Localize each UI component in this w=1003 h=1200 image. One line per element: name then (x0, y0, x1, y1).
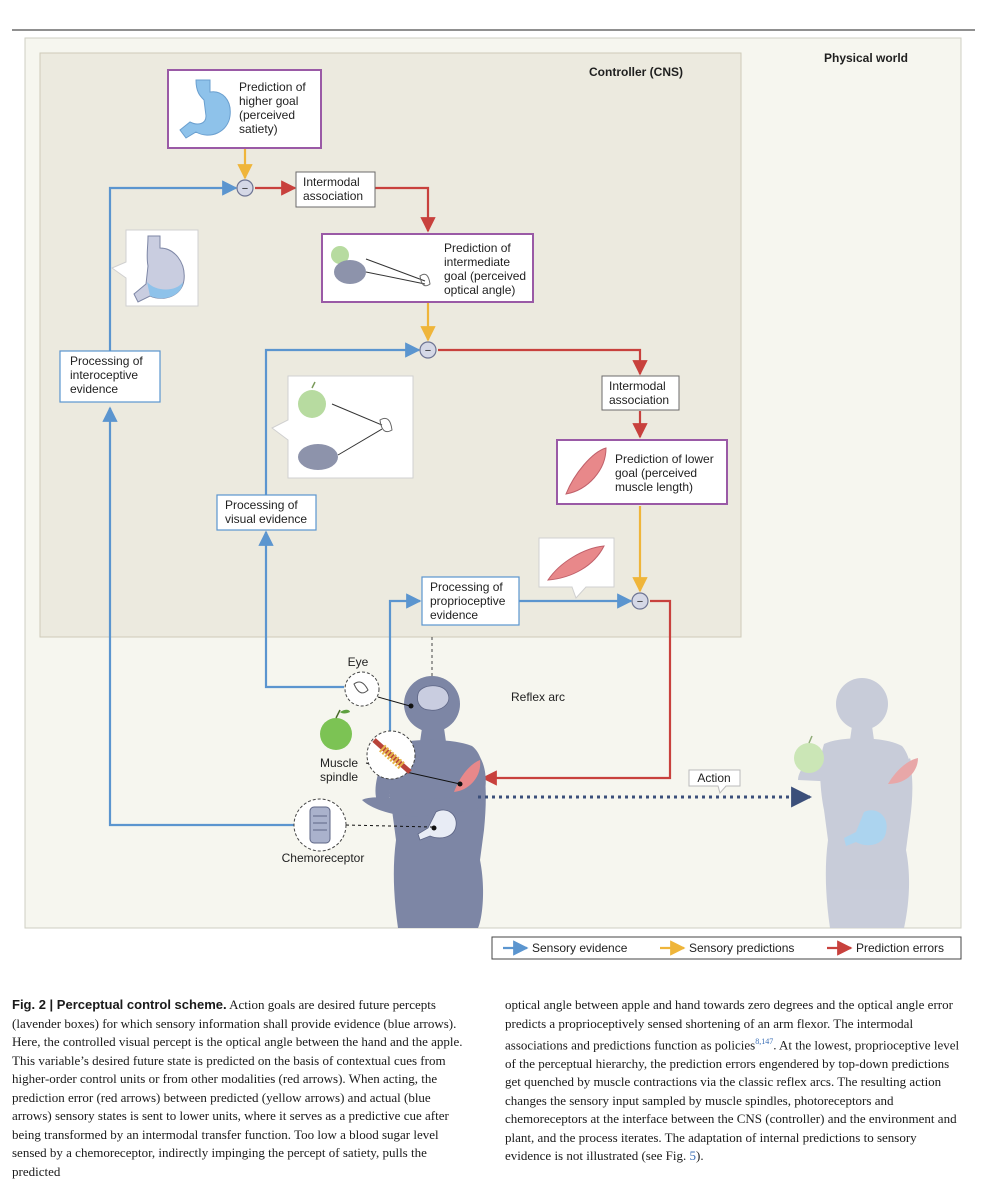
svg-text:Processing of: Processing of (70, 354, 143, 368)
controller-region (39, 52, 742, 638)
body-stomach-icon (844, 810, 887, 846)
brain-dot (408, 703, 414, 709)
svg-text:−: − (242, 183, 248, 195)
apple-icon (331, 246, 349, 264)
caption-right-text-1: optical angle between apple and hand tow… (505, 997, 953, 1053)
stomach-icon (179, 79, 231, 139)
reflex-arc-arrow (481, 599, 672, 786)
action-label: Action (697, 771, 730, 785)
spindle-to-proprioceptive-arrow (388, 593, 422, 738)
muscle-icon (547, 545, 605, 581)
visual-callout (271, 375, 414, 479)
legend-prediction-errors: Prediction errors (856, 941, 944, 955)
muscle-icon (565, 447, 607, 495)
comparator-bottom: − (631, 592, 649, 610)
svg-text:−: − (637, 596, 643, 608)
svg-text:evidence: evidence (430, 608, 478, 622)
caption-right-text-2: . At the lowest, proprioceptive level of… (505, 1037, 960, 1164)
figure-reference-link[interactable]: 5 (689, 1148, 696, 1164)
brain-icon (417, 685, 450, 711)
svg-text:interoceptive: interoceptive (70, 368, 138, 382)
figure-caption-right: optical angle between apple and hand tow… (505, 996, 963, 1166)
svg-text:association: association (303, 189, 363, 203)
apple-icon (320, 709, 352, 750)
svg-text:Prediction of lower: Prediction of lower (615, 452, 714, 466)
perceptual-control-diagram: Physical world Controller (CNS) − − − Pr… (12, 29, 975, 960)
stomach-callout (110, 229, 199, 307)
legend-sensory-evidence: Sensory evidence (532, 941, 628, 955)
legend: Sensory evidence Sensory predictions Pre… (491, 936, 962, 960)
svg-text:visual evidence: visual evidence (225, 512, 307, 526)
physical-world-label: Physical world (824, 51, 908, 65)
caption-right-text-3: ). (695, 1148, 704, 1164)
svg-text:goal (perceived: goal (perceived (615, 466, 697, 480)
apple-icon (298, 390, 326, 418)
muscle-spindle-label-2: spindle (320, 770, 358, 784)
svg-text:Intermodal: Intermodal (609, 379, 666, 393)
svg-text:higher goal: higher goal (239, 94, 298, 108)
arm-muscle-icon (888, 758, 918, 784)
svg-text:association: association (609, 393, 669, 407)
intermodal-association-box-2: Intermodal association (601, 375, 680, 411)
chemoreceptor-to-interoceptive-arrow (102, 406, 294, 827)
svg-text:Prediction of: Prediction of (444, 241, 511, 255)
muscle-spindle-label-1: Muscle (320, 756, 358, 770)
comparator-top: − (236, 179, 254, 197)
intermodal-association-box-1: Intermodal association (295, 171, 376, 208)
chemoreceptor-label: Chemoreceptor (282, 851, 365, 865)
apple-icon (794, 743, 824, 773)
svg-text:Processing of: Processing of (430, 580, 503, 594)
caption-left-text: Action goals are desired future percepts… (12, 997, 463, 1179)
eye-icon (379, 417, 393, 433)
svg-text:optical angle): optical angle) (444, 283, 515, 297)
svg-text:(perceived: (perceived (239, 108, 295, 122)
svg-text:proprioceptive: proprioceptive (430, 594, 506, 608)
legend-sensory-predictions: Sensory predictions (689, 941, 794, 955)
body-stomach-icon (417, 809, 457, 841)
chemoreceptor-sensor: Chemoreceptor (282, 798, 433, 865)
hand-icon (298, 444, 338, 470)
reflex-arc-label: Reflex arc (511, 690, 565, 704)
eye-icon (419, 273, 431, 287)
error-to-intermodal-2-arrow (438, 348, 648, 376)
figure-caption-left: Fig. 2 | Perceptual control scheme. Acti… (12, 996, 473, 1181)
human-figure-after-action (794, 678, 918, 928)
svg-text:evidence: evidence (70, 382, 118, 396)
hand-icon (334, 260, 366, 284)
comparator-middle: − (419, 341, 437, 359)
svg-text:Processing of: Processing of (225, 498, 298, 512)
muscle-callout (538, 537, 615, 599)
interoceptive-evidence-arrow (108, 180, 238, 351)
stomach-dot (431, 825, 437, 831)
higher-goal-box: Prediction of higher goal (perceived sat… (167, 69, 322, 149)
visual-evidence-arrow (264, 342, 421, 495)
interoceptive-processing-box: Processing of interoceptive evidence (59, 350, 161, 403)
svg-text:−: − (425, 345, 431, 357)
intermodal-1-to-intermediate-arrow (375, 186, 436, 233)
eye-icon (353, 681, 369, 694)
action-arrow: Action (478, 769, 813, 808)
eye-sensor: Eye (344, 655, 411, 707)
svg-text:Intermodal: Intermodal (303, 175, 360, 189)
eye-to-visual-arrow (258, 530, 344, 689)
controller-label: Controller (CNS) (589, 65, 683, 79)
proprioceptive-processing-box: Processing of proprioceptive evidence (421, 576, 520, 626)
intermediate-goal-box: Prediction of intermediate goal (perceiv… (321, 233, 534, 303)
svg-text:intermediate: intermediate (444, 255, 510, 269)
svg-text:satiety): satiety) (239, 122, 278, 136)
chemoreceptor-icon (309, 806, 331, 844)
visual-processing-box: Processing of visual evidence (216, 494, 317, 531)
lower-goal-box: Prediction of lower goal (perceived musc… (556, 439, 728, 505)
svg-text:goal (perceived: goal (perceived (444, 269, 526, 283)
citation-superscript[interactable]: 8,147 (755, 1037, 774, 1046)
figure-label: Fig. 2 | Perceptual control scheme. (12, 997, 227, 1012)
muscle-spindle-sensor: Muscle spindle (320, 730, 461, 785)
eye-label: Eye (348, 655, 369, 669)
svg-text:Prediction of: Prediction of (239, 80, 306, 94)
svg-text:muscle length): muscle length) (615, 480, 693, 494)
